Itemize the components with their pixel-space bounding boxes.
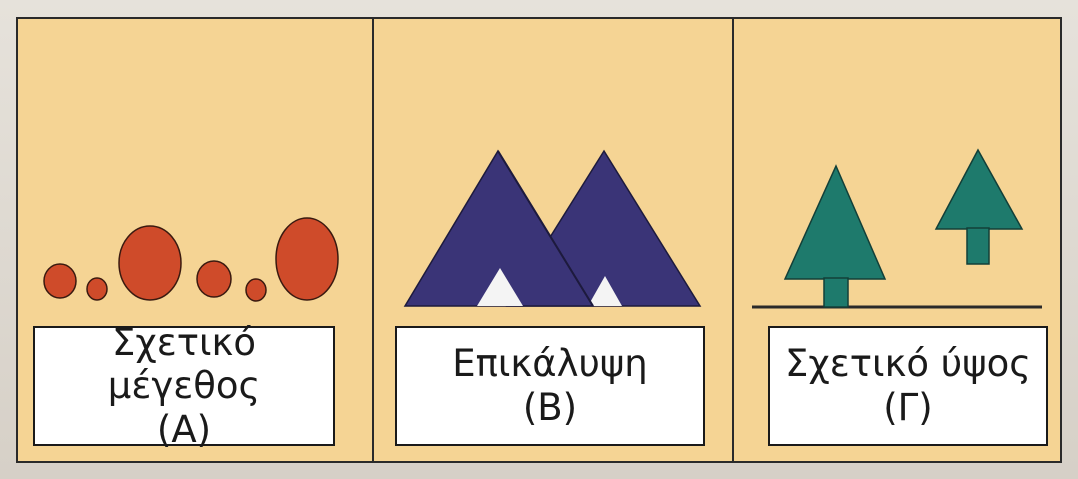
caption-title: Σχετικό ύψος [785,342,1031,386]
overlapping-mountains [403,149,702,307]
relative-height-trees [752,148,1042,309]
high-tree-trunk [966,227,990,265]
large-circle [275,217,339,301]
caption-letter: (Γ) [883,386,933,429]
tiny-circle [86,277,108,301]
tiny-circle [245,278,267,302]
caption-letter: (B) [522,386,578,429]
relative-size-circles [43,217,339,302]
small-circle [43,263,77,299]
mountain-overlap-edge [497,150,594,307]
back-mountain-snow [588,276,622,306]
front-mountain-snow [477,268,523,306]
large-circle [118,225,182,301]
caption-title: Σχετικό μέγεθος [107,320,261,408]
caption-title: Επικάλυψη [452,342,648,386]
caption-overlap: Επικάλυψη (B) [395,326,705,446]
small-circle [196,260,232,298]
low-tree-trunk [823,277,849,308]
caption-relative-height: Σχετικό ύψος (Γ) [768,326,1048,446]
caption-letter: (A) [156,407,212,451]
caption-relative-size: Σχετικό μέγεθος (A) [33,321,335,451]
